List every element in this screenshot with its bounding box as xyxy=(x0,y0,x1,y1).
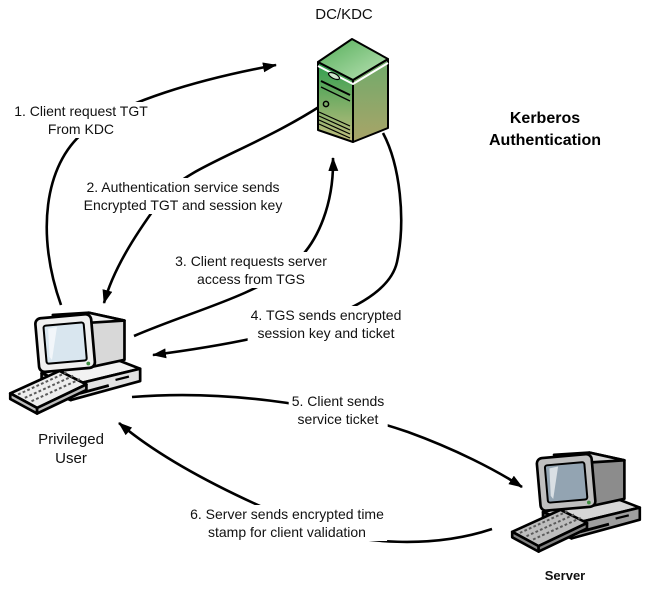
diagram-title: Kerberos Authentication xyxy=(489,110,601,149)
server-workstation-icon xyxy=(510,451,642,554)
kdc-server-icon xyxy=(317,38,389,143)
server-node-label: Server xyxy=(544,568,586,583)
step-4-label: 4. TGS sends encrypted session key and t… xyxy=(247,306,405,342)
step-1-label: 1. Client request TGT From KDC xyxy=(11,102,151,138)
client-node-label: Privileged User xyxy=(38,431,104,467)
step-2-label: 2. Authentication service sends Encrypte… xyxy=(80,178,286,214)
client-workstation-icon xyxy=(8,311,142,415)
step-6-label: 6. Server sends encrypted time stamp for… xyxy=(187,505,387,541)
kdc-node-label: DC/KDC xyxy=(315,6,373,23)
step-3-label: 3. Client requests server access from TG… xyxy=(172,252,330,288)
step-5-label: 5. Client sends service ticket xyxy=(288,392,388,428)
